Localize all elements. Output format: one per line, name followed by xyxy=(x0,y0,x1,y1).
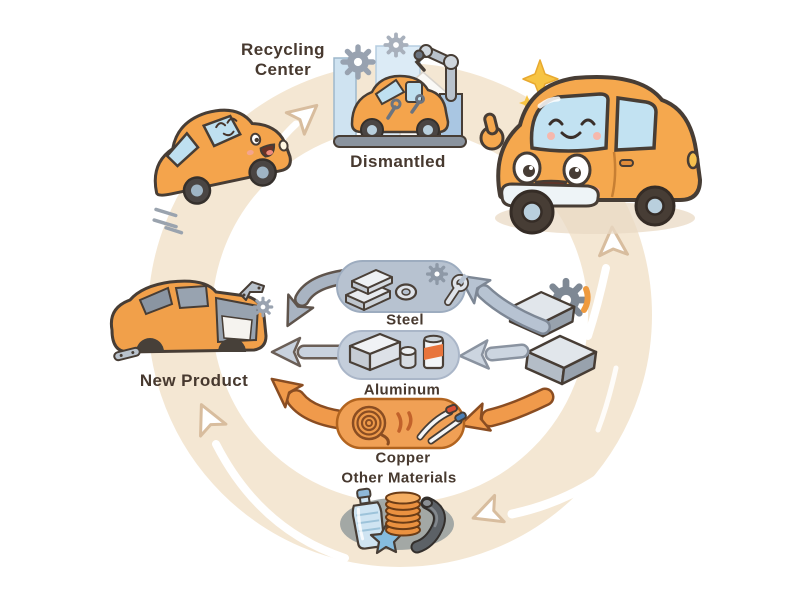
steel-ingot-stack-icon xyxy=(345,269,393,311)
steel-pill xyxy=(336,260,469,313)
dismantled-car-icon xyxy=(350,74,450,142)
bracket-part-icon xyxy=(239,281,265,301)
wrench-icon xyxy=(386,94,425,120)
speed-lines-icon xyxy=(152,207,184,235)
car-body-shell-icon xyxy=(109,279,274,362)
recycling-center-station xyxy=(333,32,467,148)
copper-in-arrow xyxy=(454,387,555,440)
gear-icon xyxy=(425,262,449,286)
gear-icon xyxy=(252,296,274,318)
dismantled-label: Dismantled xyxy=(350,152,446,171)
ring-stack-icon xyxy=(385,491,421,537)
bracket-part-icon xyxy=(113,346,141,362)
aluminum-label: Aluminum xyxy=(363,381,441,399)
wire-coil-icon xyxy=(351,405,390,446)
old-car-icon xyxy=(152,108,292,235)
steel-label: Steel xyxy=(386,311,424,329)
wrench-icon xyxy=(444,273,469,306)
aluminum-out-arrow xyxy=(270,336,353,368)
soda-can-icon xyxy=(422,334,445,370)
thumbs-up-icon xyxy=(483,112,499,136)
rubber-hose-icon xyxy=(410,496,446,554)
copper-pill xyxy=(335,397,467,450)
gear-icon xyxy=(383,32,409,58)
other-materials-label: Other Materials xyxy=(341,469,457,487)
aluminum-in-arrow xyxy=(458,339,530,372)
new-product-label: New Product xyxy=(139,371,249,390)
other-materials-group xyxy=(340,487,454,555)
aluminum-pill xyxy=(337,330,460,380)
copper-out-arrow xyxy=(261,366,360,431)
aluminum-block-icon xyxy=(348,332,402,372)
washer-icon xyxy=(394,283,418,301)
cable-clamp-icon xyxy=(416,403,467,445)
gear-icon xyxy=(343,47,373,77)
copper-label: Copper xyxy=(375,449,431,467)
recycling-center-label: Recycling Center xyxy=(241,40,325,79)
copper-wire-icon xyxy=(396,411,413,433)
steel-in-arrow xyxy=(449,262,551,335)
happy-car-icon xyxy=(479,59,703,235)
cylinder-icon xyxy=(399,346,417,369)
